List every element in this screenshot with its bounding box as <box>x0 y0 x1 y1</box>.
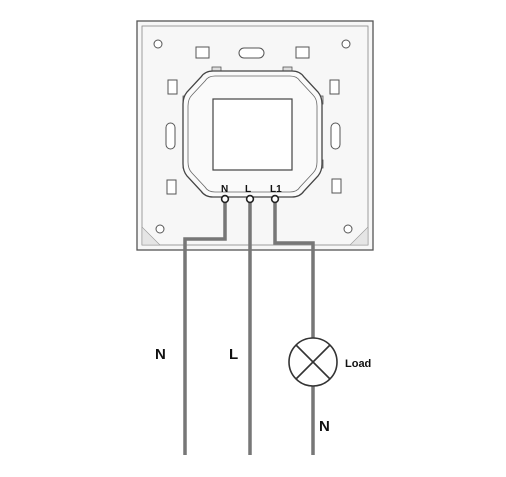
corner-bevel-bl <box>141 226 161 246</box>
load-neutral-wire-label: N <box>319 418 330 435</box>
top-slot-right <box>295 46 310 59</box>
lamp-cross-2 <box>295 344 331 380</box>
terminal-label-n: N <box>221 184 228 195</box>
terminal-n-screw <box>220 194 230 204</box>
terminal-l1-screw <box>270 194 280 204</box>
side-slot-left-mid <box>165 122 176 150</box>
load-supply-wire <box>273 199 315 338</box>
load-label: Load <box>345 358 371 370</box>
lamp-icon <box>288 337 338 387</box>
side-slot-right-bottom <box>331 178 342 194</box>
mounting-plate <box>136 20 374 251</box>
side-slot-left-top <box>167 79 178 95</box>
screw-hole-bl <box>155 224 165 234</box>
terminal-l-screw <box>245 194 255 204</box>
terminal-label-l: L <box>245 184 251 195</box>
side-slot-right-top <box>329 79 340 95</box>
corner-bevel-br <box>349 226 369 246</box>
live-wire-label: L <box>229 346 238 363</box>
screw-hole-br <box>343 224 353 234</box>
wires <box>183 199 315 455</box>
display-window <box>212 98 293 171</box>
central-body-inner <box>187 75 318 193</box>
side-slot-left-bottom <box>166 179 177 195</box>
screw-hole-tr <box>341 39 351 49</box>
top-slot-oval <box>238 47 265 59</box>
terminal-label-l1: L1 <box>270 184 282 195</box>
side-slot-right-mid <box>330 122 341 150</box>
neutral-wire-label: N <box>155 346 166 363</box>
plate-inner <box>141 25 369 246</box>
neutral-wire <box>183 199 227 455</box>
screw-hole-tl <box>153 39 163 49</box>
top-slot-left <box>195 46 210 59</box>
